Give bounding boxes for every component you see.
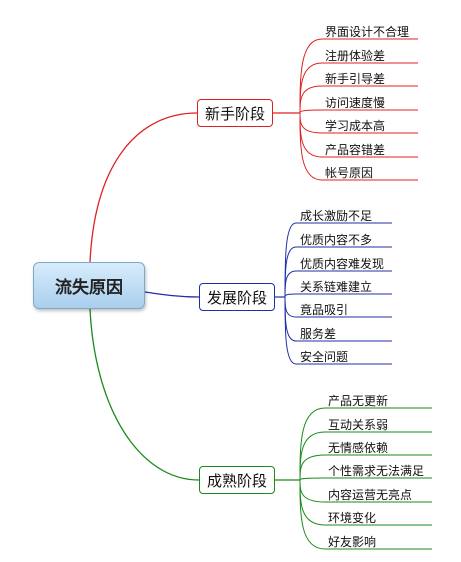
leaf-item[interactable]: 无情感依赖 [328, 441, 389, 455]
root-to-branch-line [144, 291, 200, 298]
leaf-connector-line [299, 477, 326, 481]
leaf-item[interactable]: 服务差 [300, 327, 337, 341]
leaf-connector-line [299, 112, 323, 158]
branch-node-newbie[interactable]: 新手阶段 [197, 99, 273, 127]
branch-node-mature[interactable]: 成熟阶段 [199, 466, 275, 494]
leaf-connector-line [299, 479, 326, 503]
leaf-connector-line [299, 454, 326, 481]
leaf-connector-line [299, 479, 326, 526]
root-label: 流失原因 [55, 278, 123, 298]
leaf-item[interactable]: 竟品吸引 [300, 303, 349, 317]
leaf-connector-line [299, 109, 323, 114]
root-to-branch-line [89, 308, 200, 481]
leaf-connector-line [299, 407, 326, 481]
leaf-item[interactable]: 优质内容难发现 [300, 257, 385, 271]
leaf-connector-line [299, 112, 323, 181]
leaf-item[interactable]: 个性需求无法满足 [328, 464, 425, 478]
leaf-connector-line [299, 479, 326, 550]
leaf-connector-line [284, 270, 297, 298]
leaf-connector-line [284, 296, 297, 365]
leaf-item[interactable]: 关系链难建立 [300, 280, 373, 294]
leaf-connector-line [284, 296, 297, 342]
root-node[interactable]: 流失原因 [33, 262, 145, 309]
leaf-item[interactable]: 产品无更新 [328, 394, 389, 408]
leaf-item[interactable]: 环境变化 [328, 511, 377, 525]
leaf-connector-line [284, 293, 297, 298]
leaf-item[interactable]: 互动关系弱 [328, 418, 389, 432]
branch-label: 成熟阶段 [206, 471, 267, 490]
leaf-connector-line [299, 112, 323, 134]
leaf-item[interactable]: 成长激励不足 [300, 209, 373, 223]
leaf-item[interactable]: 内容运营无亮点 [328, 488, 413, 502]
root-to-branch-line [89, 112, 198, 263]
leaf-item[interactable]: 学习成本高 [325, 119, 386, 133]
branch-label: 新手阶段 [204, 104, 265, 123]
leaf-item[interactable]: 产品容错差 [325, 143, 386, 157]
branch-node-growth[interactable]: 发展阶段 [199, 283, 275, 311]
leaf-item[interactable]: 注册体验差 [325, 49, 386, 63]
leaf-item[interactable]: 优质内容不多 [300, 233, 373, 247]
leaf-connector-line [299, 85, 323, 114]
leaf-item[interactable]: 安全问题 [300, 350, 349, 364]
leaf-connector-line [299, 431, 326, 481]
leaf-item[interactable]: 新手引导差 [325, 72, 386, 86]
leaf-item[interactable]: 好友影响 [328, 535, 377, 549]
leaf-connector-line [284, 296, 297, 318]
leaf-item[interactable]: 访问速度慢 [325, 96, 386, 110]
leaf-item[interactable]: 帐号原因 [325, 166, 374, 180]
leaf-item[interactable]: 界面设计不合理 [325, 25, 410, 39]
branch-label: 发展阶段 [206, 288, 267, 307]
